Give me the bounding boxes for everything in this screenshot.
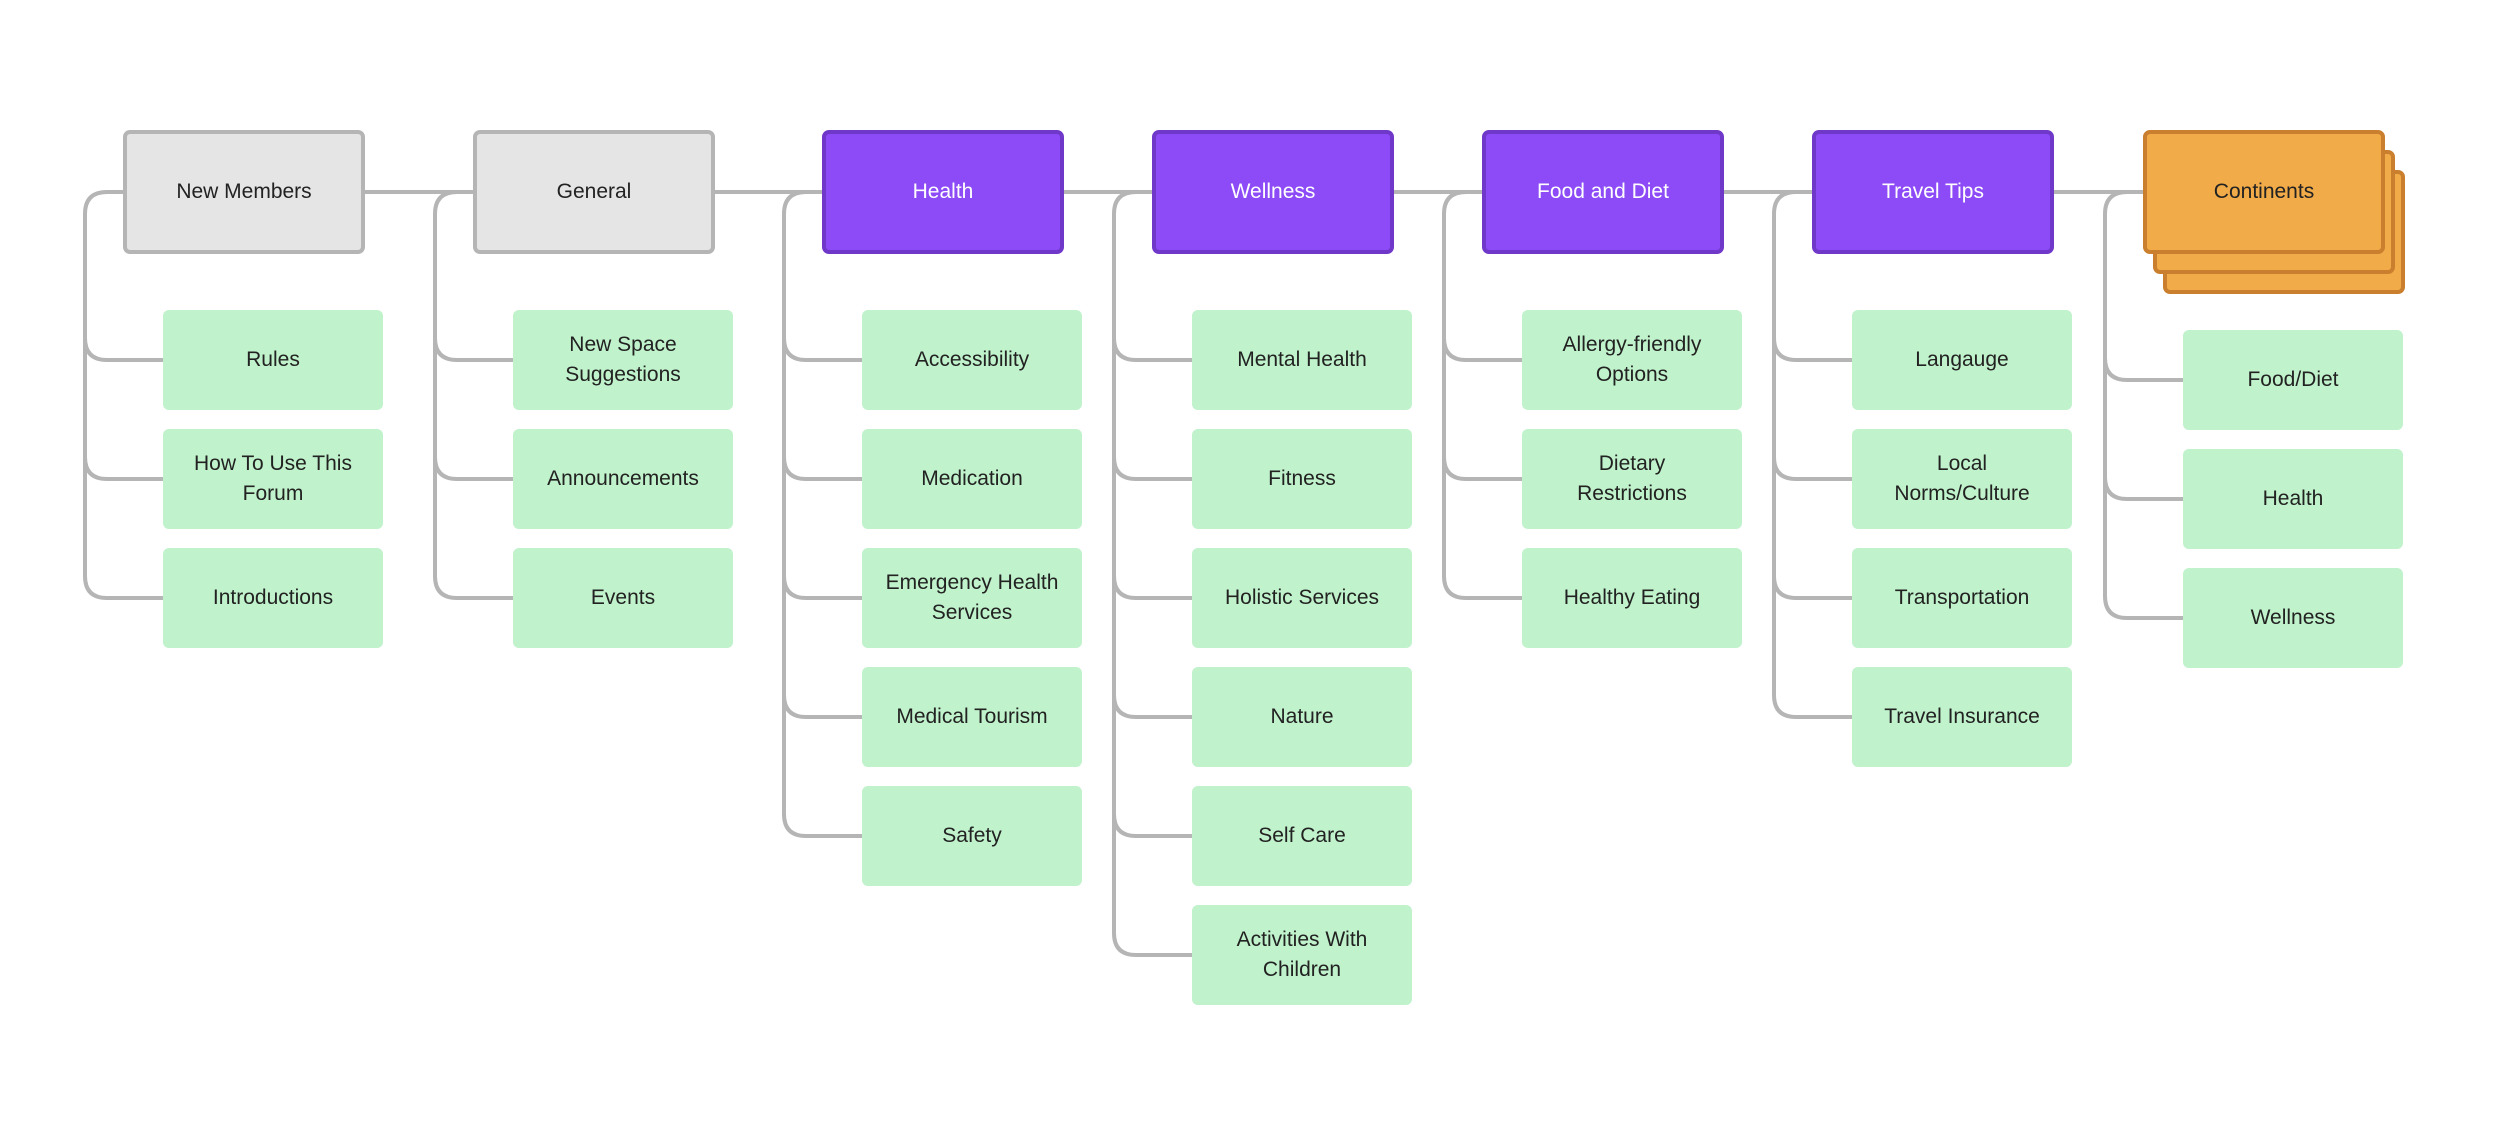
topic-node[interactable]: Dietary Restrictions (1522, 429, 1742, 529)
topic-branch-line (1112, 932, 1192, 957)
topic-branch-line (83, 456, 163, 481)
topic-branch-line (1772, 694, 1852, 719)
topic-node[interactable]: Events (513, 548, 733, 648)
topic-branch-line (782, 694, 862, 719)
topic-branch-line (782, 337, 862, 362)
category-new-members[interactable]: New Members (123, 130, 365, 254)
topic-branch-line (1772, 337, 1852, 362)
topic-branch-line (2103, 595, 2183, 620)
topic-node[interactable]: Wellness (2183, 568, 2403, 668)
topic-branch-line (1442, 456, 1522, 481)
topic-branch-line (433, 456, 513, 481)
topic-node[interactable]: Rules (163, 310, 383, 410)
topic-node[interactable]: Local Norms/Culture (1852, 429, 2072, 529)
topic-branch-line (83, 337, 163, 362)
topic-branch-line (433, 575, 513, 600)
topic-node[interactable]: Safety (862, 786, 1082, 886)
category-health[interactable]: Health (822, 130, 1064, 254)
topic-node[interactable]: Nature (1192, 667, 1412, 767)
topic-node[interactable]: Mental Health (1192, 310, 1412, 410)
topic-node[interactable]: Announcements (513, 429, 733, 529)
topic-branch-line (1112, 694, 1192, 719)
topic-branch-line (1772, 456, 1852, 481)
category-food-and-diet[interactable]: Food and Diet (1482, 130, 1724, 254)
topic-node[interactable]: Emergency Health Services (862, 548, 1082, 648)
topic-node[interactable]: New Space Suggestions (513, 310, 733, 410)
topic-node[interactable]: Langauge (1852, 310, 2072, 410)
topic-branch-line (2103, 476, 2183, 501)
category-trunk-line (83, 190, 123, 576)
category-continents[interactable]: Continents (2143, 130, 2385, 254)
topic-branch-line (83, 575, 163, 600)
topic-node[interactable]: Food/Diet (2183, 330, 2403, 430)
topic-branch-line (1442, 575, 1522, 600)
topic-branch-line (1112, 456, 1192, 481)
topic-node[interactable]: Medical Tourism (862, 667, 1082, 767)
category-wellness[interactable]: Wellness (1152, 130, 1394, 254)
category-general[interactable]: General (473, 130, 715, 254)
topic-node[interactable]: Fitness (1192, 429, 1412, 529)
topic-branch-line (1112, 337, 1192, 362)
topic-branch-line (1772, 575, 1852, 600)
category-travel-tips[interactable]: Travel Tips (1812, 130, 2054, 254)
topic-node[interactable]: Medication (862, 429, 1082, 529)
topic-branch-line (1112, 813, 1192, 838)
topic-branch-line (2103, 357, 2183, 382)
category-trunk-line (1772, 190, 1812, 695)
topic-node[interactable]: Travel Insurance (1852, 667, 2072, 767)
topic-branch-line (782, 813, 862, 838)
topic-node[interactable]: Health (2183, 449, 2403, 549)
topic-node[interactable]: Allergy-friendly Options (1522, 310, 1742, 410)
topic-node[interactable]: Introductions (163, 548, 383, 648)
topic-branch-line (1442, 337, 1522, 362)
topic-node[interactable]: Holistic Services (1192, 548, 1412, 648)
topic-branch-line (433, 337, 513, 362)
topic-node[interactable]: Healthy Eating (1522, 548, 1742, 648)
category-trunk-line (1442, 190, 1482, 576)
topic-node[interactable]: How To Use This Forum (163, 429, 383, 529)
topic-branch-line (782, 456, 862, 481)
topic-node[interactable]: Accessibility (862, 310, 1082, 410)
topic-node[interactable]: Transportation (1852, 548, 2072, 648)
topic-branch-line (1112, 575, 1192, 600)
category-trunk-line (2103, 190, 2143, 596)
category-trunk-line (433, 190, 473, 576)
category-trunk-line (782, 190, 822, 814)
topic-branch-line (782, 575, 862, 600)
category-trunk-line (1112, 190, 1152, 933)
topic-node[interactable]: Activities With Children (1192, 905, 1412, 1005)
topic-node[interactable]: Self Care (1192, 786, 1412, 886)
